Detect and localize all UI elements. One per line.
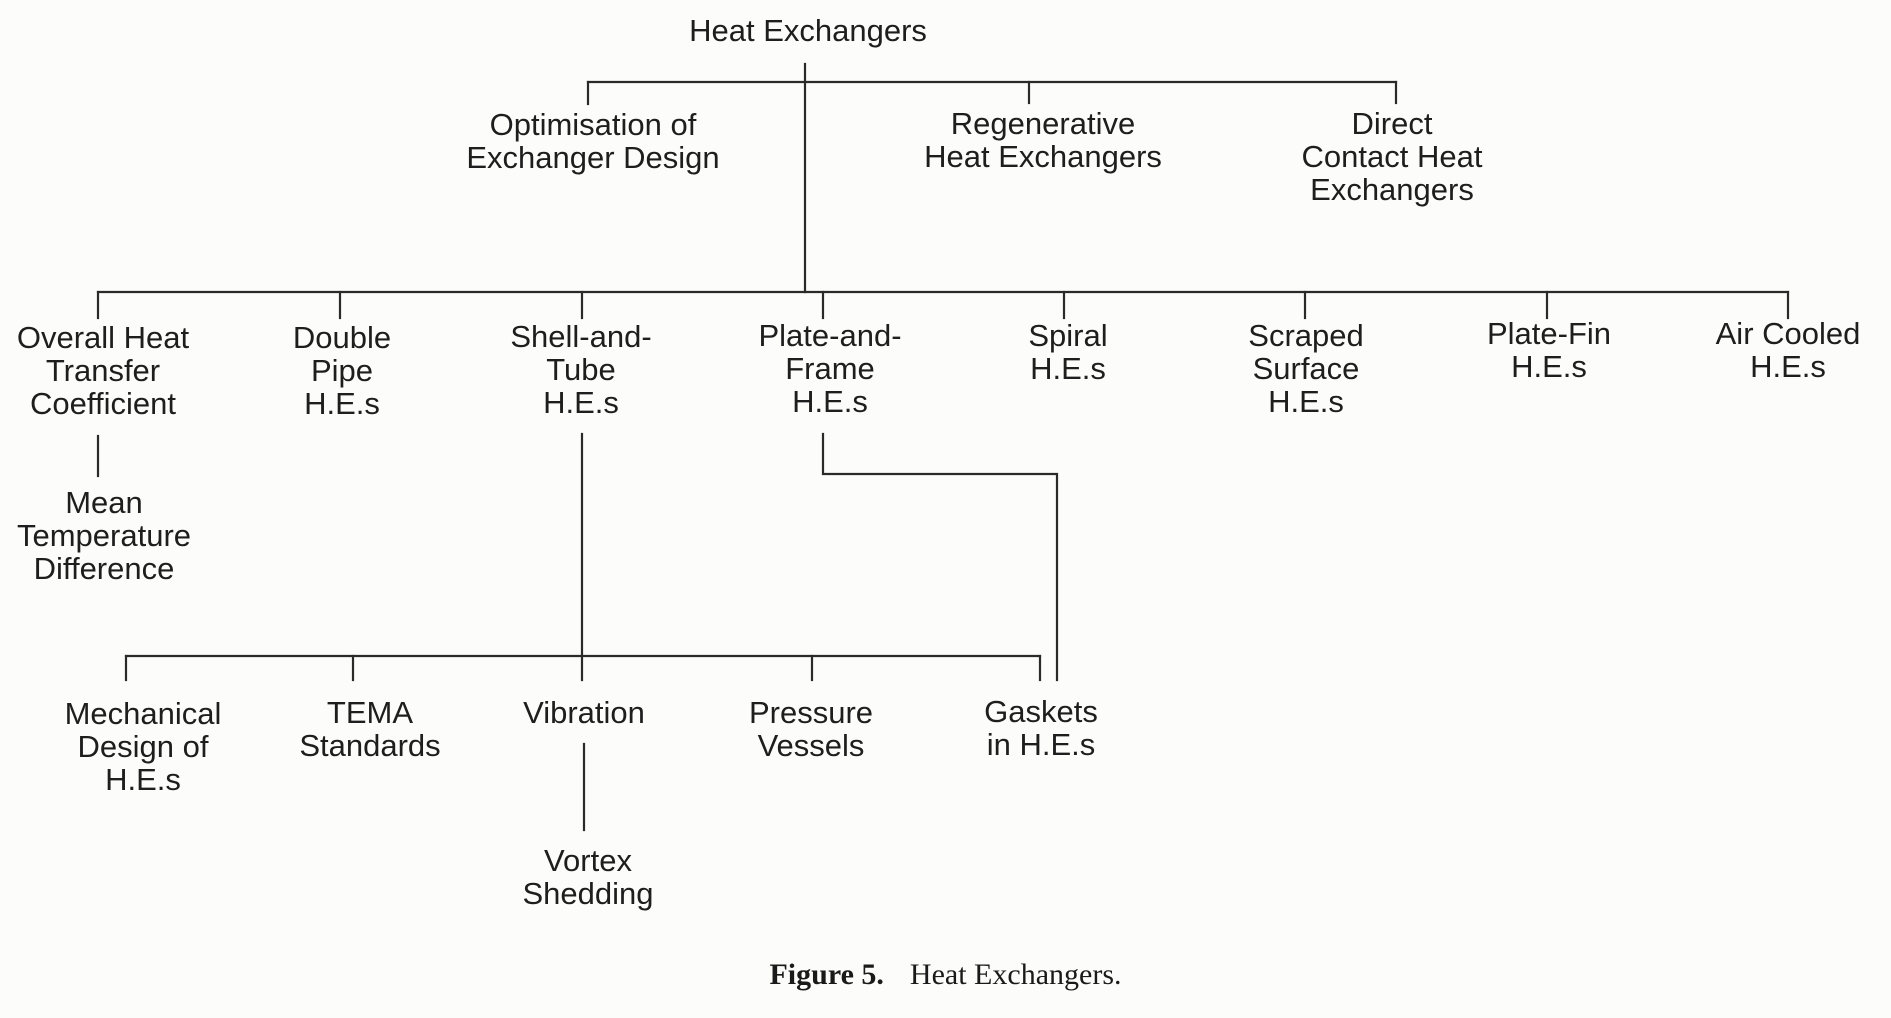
node-spiral-line: H.E.s [1030,351,1106,386]
node-plate-frame-line: Plate-and- [758,318,902,353]
figure-caption: Figure 5. Heat Exchangers. [0,958,1891,992]
node-overall-heat-line: Overall Heat [16,320,190,355]
node-root-line: Heat Exchangers [689,13,927,48]
node-pressure-line: Vessels [757,728,865,763]
node-mechanical-line: Design of [77,729,209,764]
node-vortex-line: Vortex [544,843,632,878]
node-pressure-line: Pressure [748,695,874,730]
node-spiral-line: Spiral [1028,318,1108,353]
node-shell-tube-line: H.E.s [543,385,619,420]
node-double-pipe-line: Pipe [310,353,374,388]
node-root: Heat Exchangers [689,14,927,47]
node-overall-heat-line: Coefficient [30,386,176,421]
node-mean-temp-line: Temperature [16,518,192,553]
node-double-pipe-line: H.E.s [304,386,380,421]
node-scraped-line: Surface [1252,351,1360,386]
node-tema-line: Standards [299,728,441,763]
node-scraped-line: Scraped [1248,318,1364,353]
node-tema-line: TEMA [326,695,414,730]
figure-caption-text: Heat Exchangers. [909,958,1122,991]
node-optimisation-line: Exchanger Design [466,140,720,175]
node-vortex-line: Shedding [522,876,654,911]
node-air-cooled-line: H.E.s [1750,349,1826,384]
node-mechanical-line: Mechanical [64,696,222,731]
figure-caption-label: Figure 5. [769,958,884,991]
node-mechanical-line: H.E.s [105,762,181,797]
node-mean-temp-line: Difference [33,551,175,586]
node-overall-heat-line: Transfer [45,353,161,388]
node-optimisation-line: Optimisation of [489,107,697,142]
node-double-pipe-line: Double [292,320,392,355]
node-scraped-line: H.E.s [1268,384,1344,419]
node-mean-temp-line: Mean [65,485,143,520]
node-direct-contact-line: Direct [1351,106,1433,141]
node-air-cooled-line: Air Cooled [1715,316,1861,351]
node-regenerative-line: Regenerative [950,106,1136,141]
node-gaskets-line: in H.E.s [986,727,1096,762]
node-vibration-line: Vibration [523,695,645,730]
node-plate-frame-line: Frame [785,351,875,386]
node-vibration: Vibration [523,696,645,729]
node-plate-frame-line: H.E.s [792,384,868,419]
node-regenerative-line: Heat Exchangers [924,139,1162,174]
node-direct-contact-line: Exchangers [1310,172,1474,207]
node-shell-tube-line: Tube [546,352,616,387]
node-gaskets-line: Gaskets [984,694,1098,729]
node-shell-tube-line: Shell-and- [510,319,652,354]
node-plate-fin-line: H.E.s [1511,349,1587,384]
node-plate-fin-line: Plate-Fin [1486,316,1612,351]
node-direct-contact-line: Contact Heat [1301,139,1483,174]
